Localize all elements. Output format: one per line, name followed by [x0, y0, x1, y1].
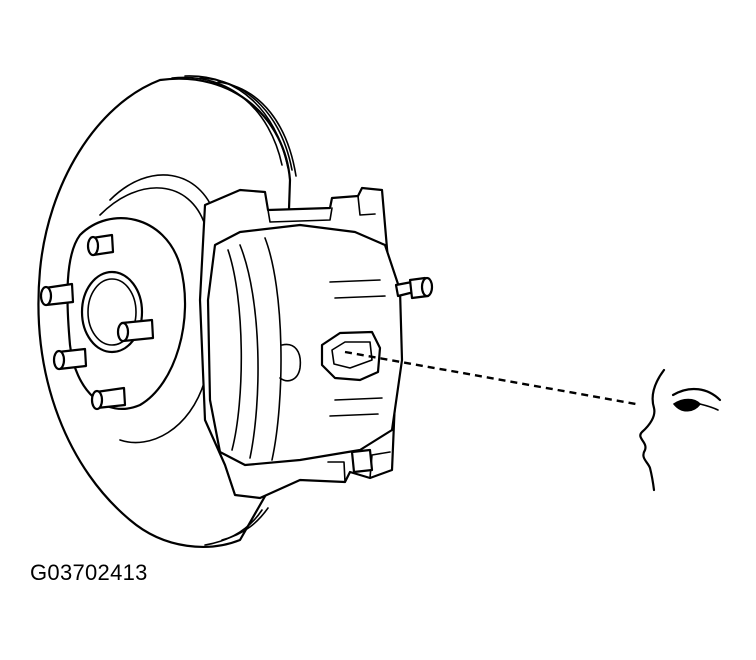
wheel-stud	[86, 233, 115, 257]
inspector-face-icon	[639, 368, 722, 492]
figure-id-label: G03702413	[30, 560, 148, 585]
wheel-stud	[39, 282, 75, 307]
wheel-stud	[90, 386, 127, 411]
line-of-sight	[344, 350, 637, 406]
wheel-stud	[52, 347, 88, 371]
wheel-stud	[116, 318, 155, 343]
eye-icon	[672, 398, 701, 412]
brake-caliper	[206, 223, 434, 474]
wheel-studs	[39, 233, 155, 411]
